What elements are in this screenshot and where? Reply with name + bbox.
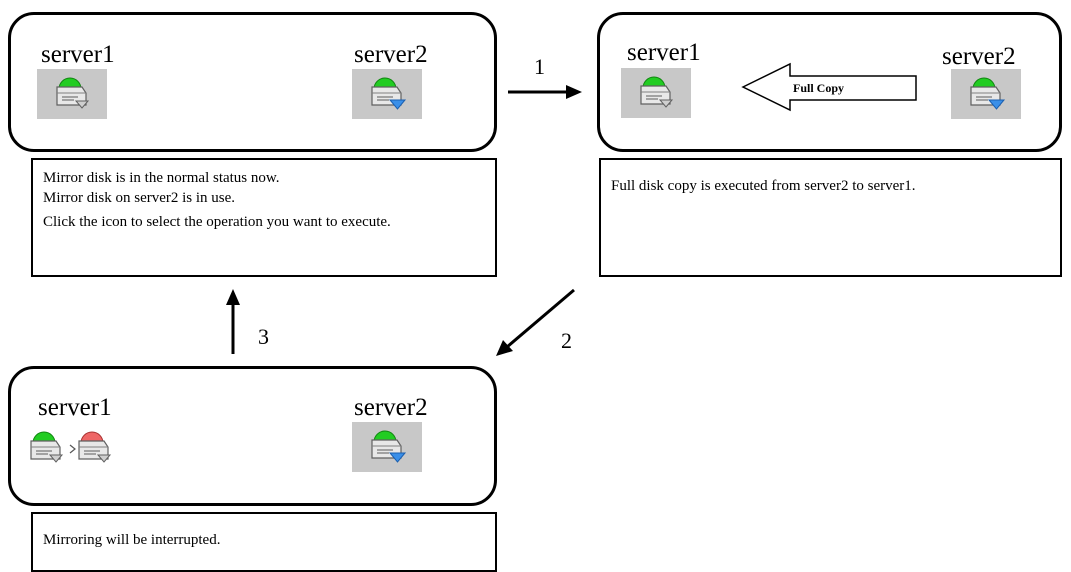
step-1-label: 1	[534, 54, 545, 79]
server2-label: server2	[354, 41, 428, 68]
server1-mirror-disk-icon[interactable]	[37, 69, 107, 119]
server2-label: server2	[354, 394, 428, 421]
step-3-label: 3	[258, 324, 269, 349]
step-1-arrow	[508, 85, 582, 99]
server2-label: server2	[942, 43, 1016, 70]
server1-label: server1	[41, 41, 115, 68]
server1-label: server1	[627, 39, 701, 66]
server1-transition-icon[interactable]	[29, 423, 134, 473]
server1-label: server1	[38, 394, 112, 421]
full-copy-arrow-icon	[741, 62, 917, 112]
server2-mirror-disk-icon[interactable]	[352, 422, 422, 472]
message-line: Mirror disk on server2 is in use.	[43, 190, 236, 206]
transition-chevron-icon	[69, 444, 76, 454]
step-3-arrow	[226, 289, 240, 354]
server1-mirror-disk-icon[interactable]	[621, 68, 691, 118]
message-line: Click the icon to select the operation y…	[43, 214, 391, 230]
server2-mirror-disk-icon[interactable]	[352, 69, 422, 119]
step-2-label: 2	[561, 328, 572, 353]
step-2-arrow	[496, 288, 575, 356]
message-line: Full disk copy is executed from server2 …	[611, 178, 916, 194]
status-message-box: Mirror disk is in the normal status now.…	[31, 158, 497, 277]
message-line: Mirroring will be interrupted.	[43, 532, 221, 548]
full-copy-label: Full Copy	[793, 81, 845, 95]
server2-mirror-disk-icon[interactable]	[951, 69, 1021, 119]
message-line: Mirror disk is in the normal status now.	[43, 170, 280, 186]
status-message-box: Full disk copy is executed from server2 …	[599, 158, 1062, 277]
